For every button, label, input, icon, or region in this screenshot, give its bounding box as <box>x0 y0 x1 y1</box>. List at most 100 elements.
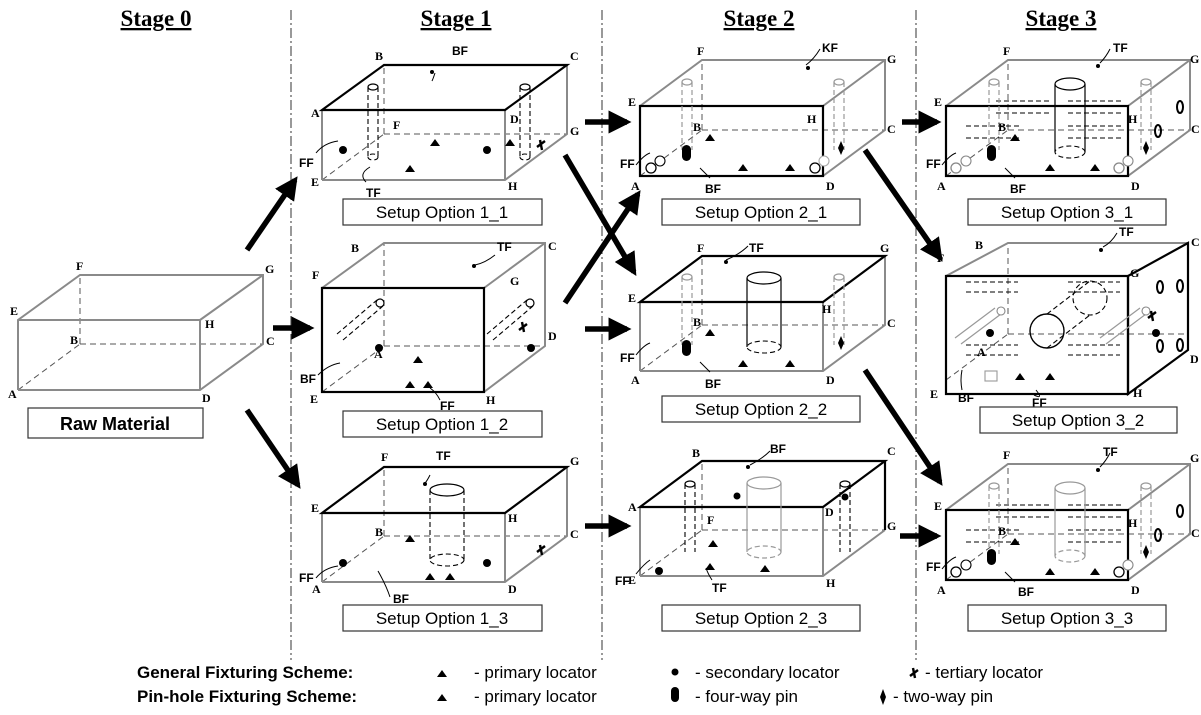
face-label: FF <box>615 574 630 588</box>
setup-3-2-part: TF BF FF A B C D E F G H <box>930 225 1200 410</box>
setup-1-1-part: BF FF TF A B C D E F G H <box>299 44 579 200</box>
vertex-label: E <box>628 291 636 305</box>
setup-1-3-caption-box <box>342 604 543 632</box>
vertex-label: C <box>570 49 579 63</box>
vertex-label: G <box>880 241 889 255</box>
vertex-label: A <box>8 387 17 401</box>
face-label: TF <box>712 581 727 595</box>
vertex-label: A <box>977 345 986 359</box>
vertex-label: E <box>311 175 319 189</box>
vertex-label: B <box>70 333 78 347</box>
raw-material-box-caption <box>27 407 204 439</box>
face-label: FF <box>926 157 941 171</box>
face-label: FF <box>299 156 314 170</box>
face-label: KF <box>822 41 838 55</box>
vertex-label: E <box>628 95 636 109</box>
setup-3-3-caption: Setup Option 3_3 <box>1001 609 1133 628</box>
setup-2-2-caption: Setup Option 2_2 <box>695 400 827 419</box>
vertex-label: A <box>631 373 640 387</box>
arrow-2-1-to-3-2 <box>862 148 943 262</box>
vertex-label: A <box>937 583 946 597</box>
arrow-raw-to-1-3 <box>244 408 301 489</box>
face-label: TF <box>1103 445 1118 459</box>
vertex-label: F <box>707 513 714 527</box>
vertex-label: D <box>826 179 835 193</box>
face-label: FF <box>440 399 455 413</box>
setup-2-2-part: TF FF BF A B C D E F G H <box>620 241 896 391</box>
vertex-label: B <box>351 241 359 255</box>
vertex-label: E <box>311 501 319 515</box>
vertex-label: G <box>1190 52 1199 66</box>
setup-2-1-caption: Setup Option 2_1 <box>695 203 827 222</box>
vertex-label: C <box>266 334 275 348</box>
setup-3-3-caption-box <box>967 604 1167 632</box>
legend-general-title: General Fixturing Scheme: <box>137 663 353 682</box>
vertex-label: E <box>628 573 636 587</box>
vertex-label: E <box>930 387 938 401</box>
face-label: FF <box>620 351 635 365</box>
vertex-label: H <box>822 302 832 316</box>
vertex-label: H <box>807 112 817 126</box>
vertex-label: E <box>10 304 18 318</box>
vertex-label: B <box>692 446 700 460</box>
face-label: TF <box>366 186 381 200</box>
vertex-label: A <box>628 500 637 514</box>
setup-3-2-caption: Setup Option 3_2 <box>1012 411 1144 430</box>
face-label: TF <box>1113 41 1128 55</box>
vertex-label: C <box>1191 235 1200 249</box>
face-label: BF <box>452 44 468 58</box>
vertex-label: E <box>310 392 318 406</box>
vertex-label: C <box>548 239 557 253</box>
primary-locator-icon <box>437 670 447 677</box>
vertex-label: H <box>1128 516 1138 530</box>
vertex-label: F <box>697 241 704 255</box>
vertex-label: G <box>570 454 579 468</box>
four-way-pin-icon <box>671 687 679 702</box>
face-label: BF <box>393 592 409 606</box>
face-label: BF <box>1010 182 1026 196</box>
setup-2-1-caption-box <box>661 198 861 226</box>
setup-1-3-caption: Setup Option 1_3 <box>376 609 508 628</box>
legend-fourway: - four-way pin <box>695 687 798 706</box>
vertex-label: G <box>265 262 274 276</box>
face-label: BF <box>705 377 721 391</box>
arrow-2-2-to-3-3 <box>862 368 943 486</box>
face-label: TF <box>436 449 451 463</box>
vertex-label: E <box>934 499 942 513</box>
setup-2-1-part: KF FF BF A B C D E F G H <box>620 41 896 196</box>
vertex-label: D <box>508 582 517 596</box>
secondary-locator-icon <box>671 668 679 676</box>
vertex-label: F <box>312 268 319 282</box>
legend: General Fixturing Scheme: - primary loca… <box>137 663 1043 706</box>
setup-2-3-caption: Setup Option 2_3 <box>695 609 827 628</box>
raw-material-label: Raw Material <box>60 414 170 434</box>
face-label: FF <box>299 571 314 585</box>
arrow-1-2-to-2-1 <box>562 190 641 305</box>
vertex-label: C <box>887 316 896 330</box>
vertex-label: G <box>887 519 896 533</box>
vertex-label: D <box>1131 179 1140 193</box>
vertex-label: G <box>510 274 519 288</box>
arrow-raw-to-1-1 <box>244 176 298 252</box>
face-label: BF <box>705 182 721 196</box>
setup-2-2-caption-box <box>661 395 861 423</box>
vertex-label: B <box>375 49 383 63</box>
face-label: BF <box>300 372 316 386</box>
vertex-label: F <box>381 450 388 464</box>
stage-3-title: Stage 3 <box>1026 6 1097 31</box>
arrow-1-1-to-2-2 <box>562 153 637 276</box>
vertex-label: E <box>934 95 942 109</box>
vertex-label: H <box>486 393 496 407</box>
transition-arrows <box>244 110 943 548</box>
vertex-label: F <box>1003 448 1010 462</box>
vertex-label: G <box>1130 266 1139 280</box>
raw-material-box: A B C D E F G H <box>8 259 275 405</box>
primary-locator-icon <box>437 694 447 701</box>
stage-0-title: Stage 0 <box>121 6 192 31</box>
setup-3-1-part: TF FF BF A B C D E F G H <box>926 41 1200 196</box>
vertex-label: C <box>570 527 579 541</box>
vertex-label: H <box>508 511 518 525</box>
legend-twoway: - two-way pin <box>893 687 993 706</box>
vertex-label: A <box>312 582 321 596</box>
face-label: TF <box>497 240 512 254</box>
